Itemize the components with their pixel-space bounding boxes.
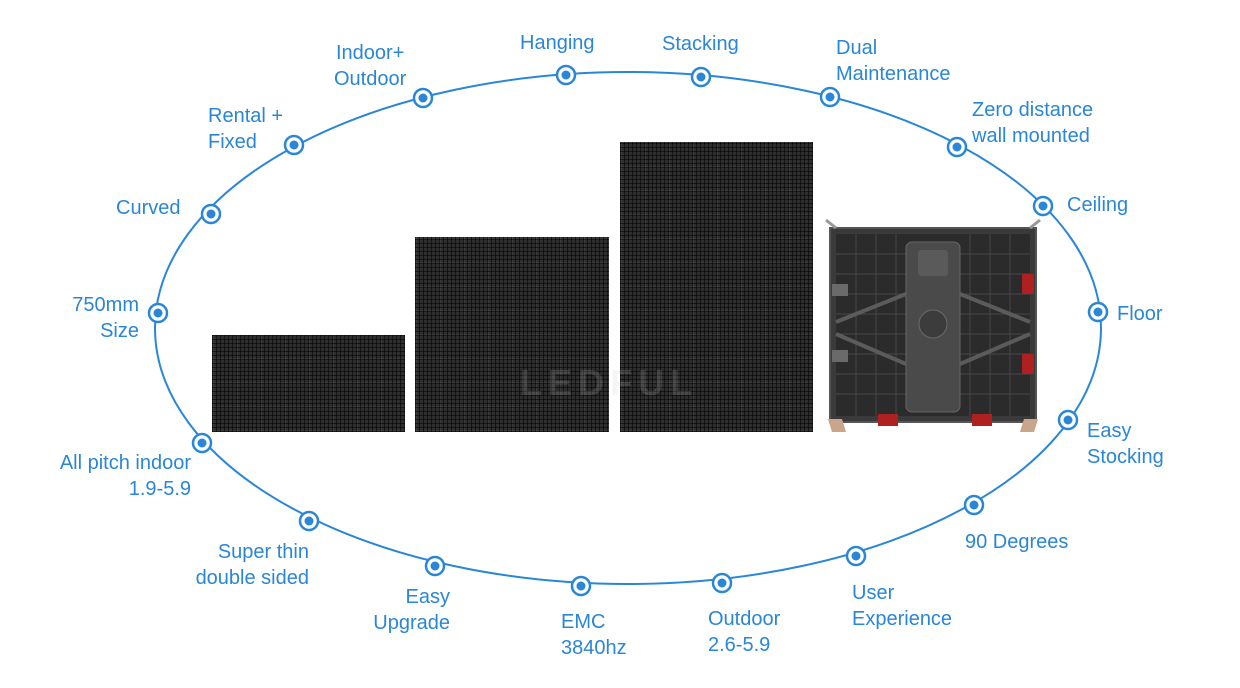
target-dot-icon xyxy=(412,87,434,109)
target-dot-icon xyxy=(191,432,213,454)
led-panel-large xyxy=(620,142,813,432)
target-dot-icon xyxy=(1087,301,1109,323)
target-dot-icon xyxy=(200,203,222,225)
label-curved: Curved xyxy=(116,197,181,219)
label-indoor-outdoor: Indoor+Outdoor xyxy=(334,42,407,90)
target-dot-icon xyxy=(147,302,169,324)
target-dot-icon xyxy=(424,555,446,577)
feature-ring xyxy=(154,71,1102,585)
target-dot-icon xyxy=(570,575,592,597)
target-dot-icon xyxy=(283,134,305,156)
label-hanging: Hanging xyxy=(520,32,595,54)
target-dot-icon xyxy=(963,494,985,516)
led-panel-medium xyxy=(415,237,609,432)
target-dot-icon xyxy=(946,136,968,158)
cabinet-rear-image xyxy=(825,218,1041,432)
target-dot-icon xyxy=(711,572,733,594)
label-rental-fixed: Rental +Fixed xyxy=(208,105,284,153)
target-dot-icon xyxy=(1032,195,1054,217)
label-ceiling: Ceiling xyxy=(1067,194,1129,216)
label-floor: Floor xyxy=(1117,303,1163,325)
watermark-text: LEDFUL xyxy=(520,362,698,403)
target-dot-icon xyxy=(555,64,577,86)
target-dot-icon xyxy=(819,86,841,108)
label-90-degrees: 90 Degrees xyxy=(965,531,1069,553)
marker-group xyxy=(147,64,1109,597)
target-dot-icon xyxy=(845,545,867,567)
label-stacking: Stacking xyxy=(662,33,739,55)
led-panel-small xyxy=(212,335,405,432)
target-dot-icon xyxy=(298,510,320,532)
target-dot-icon xyxy=(1057,409,1079,431)
target-dot-icon xyxy=(690,66,712,88)
